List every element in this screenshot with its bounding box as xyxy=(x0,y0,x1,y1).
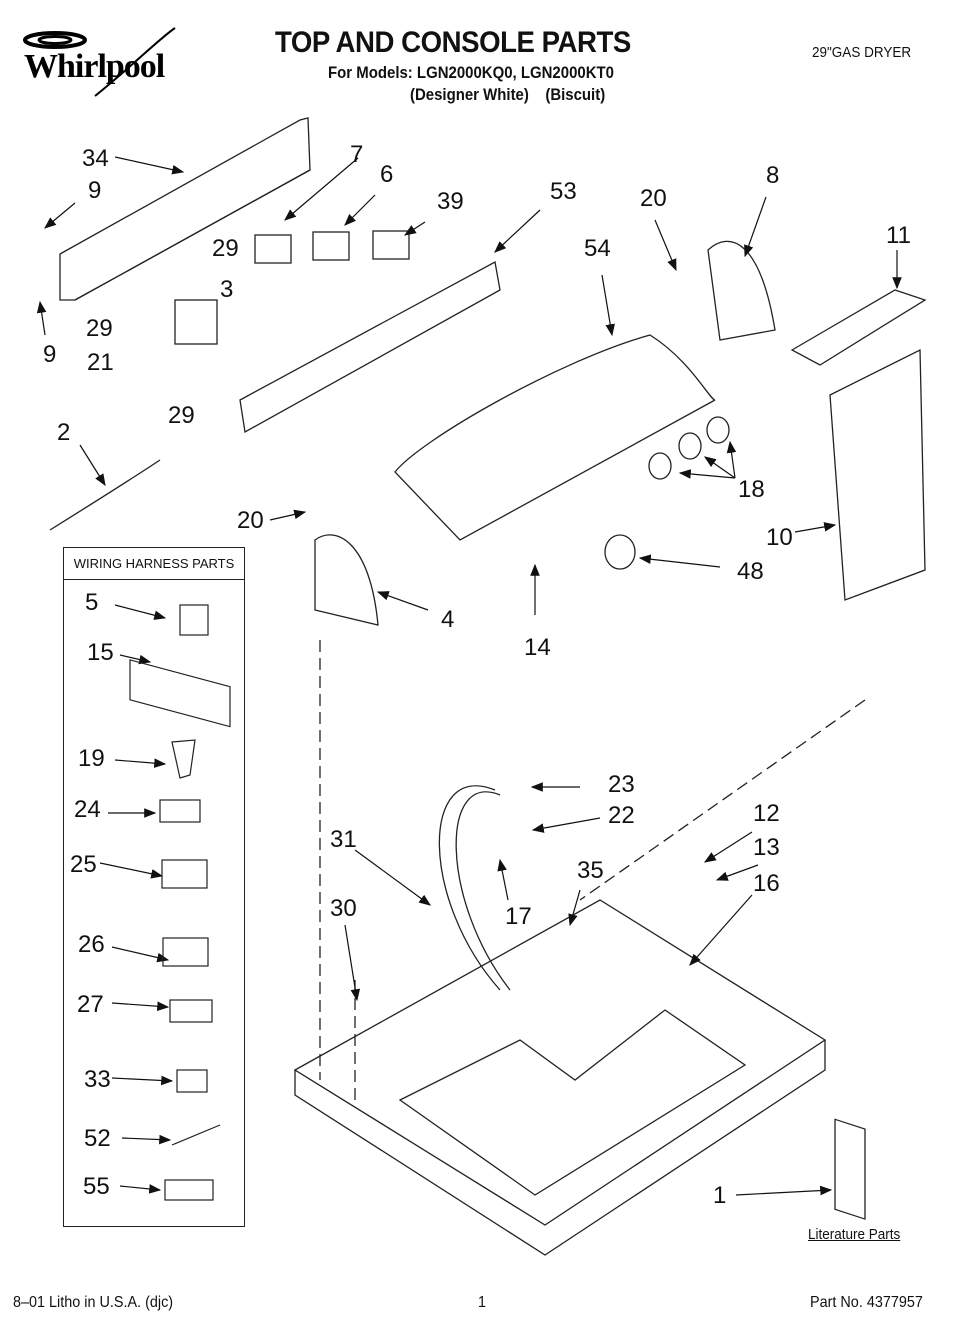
harness-callout-25: 25 xyxy=(70,851,97,878)
harness-callout-27: 27 xyxy=(77,991,104,1018)
harness-callout-26: 26 xyxy=(78,931,105,958)
product-type: 29"GAS DRYER xyxy=(812,44,912,61)
knob-18a xyxy=(648,452,672,480)
wiring-harness-title: WIRING HARNESS PARTS xyxy=(64,548,244,580)
callout-9: 9 xyxy=(43,341,56,368)
callout-16: 16 xyxy=(753,870,780,897)
callout-17: 17 xyxy=(505,903,532,930)
wiring-harness-parts-box: WIRING HARNESS PARTS xyxy=(63,547,245,1227)
timer xyxy=(174,299,218,345)
wire-jumper xyxy=(49,459,161,531)
callout-10: 10 xyxy=(766,524,793,551)
page-number: 1 xyxy=(478,1294,487,1311)
end-cap-right xyxy=(707,240,776,341)
callout-23: 23 xyxy=(608,771,635,798)
callout-30: 30 xyxy=(330,895,357,922)
knob-18c xyxy=(706,416,730,444)
variant-biscuit: (Biscuit) xyxy=(545,85,606,104)
footer-litho: 8–01 Litho in U.S.A. (djc) xyxy=(13,1294,174,1311)
variant-designer-white: (Designer White) xyxy=(410,85,529,104)
callout-29: 29 xyxy=(86,315,113,342)
callout-22: 22 xyxy=(608,802,635,829)
knob-18b xyxy=(678,432,702,460)
swirl-icon xyxy=(23,27,176,97)
harness-callout-24: 24 xyxy=(74,796,101,823)
callout-34: 34 xyxy=(82,145,109,172)
harness-callout-5: 5 xyxy=(85,589,98,616)
switch-7 xyxy=(254,234,292,264)
callout-8: 8 xyxy=(766,162,779,189)
callout-18: 18 xyxy=(738,476,765,503)
harness-callout-33: 33 xyxy=(84,1066,111,1093)
callout-29: 29 xyxy=(168,402,195,429)
callout-9: 9 xyxy=(88,177,101,204)
callout-54: 54 xyxy=(584,235,611,262)
harness-callout-55: 55 xyxy=(83,1173,110,1200)
console xyxy=(394,334,718,541)
harness-callout-15: 15 xyxy=(87,639,114,666)
callout-14: 14 xyxy=(524,634,551,661)
callout-3: 3 xyxy=(220,276,233,303)
callout-29: 29 xyxy=(212,235,239,262)
callout-20: 20 xyxy=(237,507,264,534)
callout-21: 21 xyxy=(87,349,114,376)
harness-callout-52: 52 xyxy=(84,1125,111,1152)
dryer-top xyxy=(293,899,827,1226)
callout-11: 11 xyxy=(886,222,911,249)
model-variants: (Designer White) (Biscuit) xyxy=(410,85,618,105)
page-title: TOP AND CONSOLE PARTS xyxy=(275,26,631,59)
callout-2: 2 xyxy=(57,419,70,446)
wiring-harness xyxy=(438,785,511,991)
lint-housing xyxy=(829,348,926,601)
callout-12: 12 xyxy=(753,800,780,827)
callout-39: 39 xyxy=(437,188,464,215)
callout-53: 53 xyxy=(550,178,577,205)
brand-name: Whirlpool xyxy=(24,48,165,85)
lint-filter xyxy=(790,289,927,366)
callout-7: 7 xyxy=(350,141,363,168)
harness-callout-19: 19 xyxy=(78,745,105,772)
literature xyxy=(834,1118,866,1220)
callout-13: 13 xyxy=(753,834,780,861)
literature-parts-label: Literature Parts xyxy=(808,1226,901,1243)
callout-4: 4 xyxy=(441,606,454,633)
models-line: For Models: LGN2000KQ0, LGN2000KT0 xyxy=(328,63,614,82)
console-bracket xyxy=(239,261,501,434)
callout-20: 20 xyxy=(640,185,667,212)
end-cap-left xyxy=(314,534,379,626)
callout-6: 6 xyxy=(380,161,393,188)
part-number: Part No. 4377957 xyxy=(810,1294,923,1311)
callout-1: 1 xyxy=(713,1182,726,1209)
knob-48 xyxy=(604,534,636,570)
whirlpool-logo: Whirlpool xyxy=(10,18,200,98)
switch-39 xyxy=(372,230,410,260)
callout-31: 31 xyxy=(330,826,357,853)
callout-35: 35 xyxy=(577,857,604,884)
callout-48: 48 xyxy=(737,558,764,585)
switch-6 xyxy=(312,231,350,261)
